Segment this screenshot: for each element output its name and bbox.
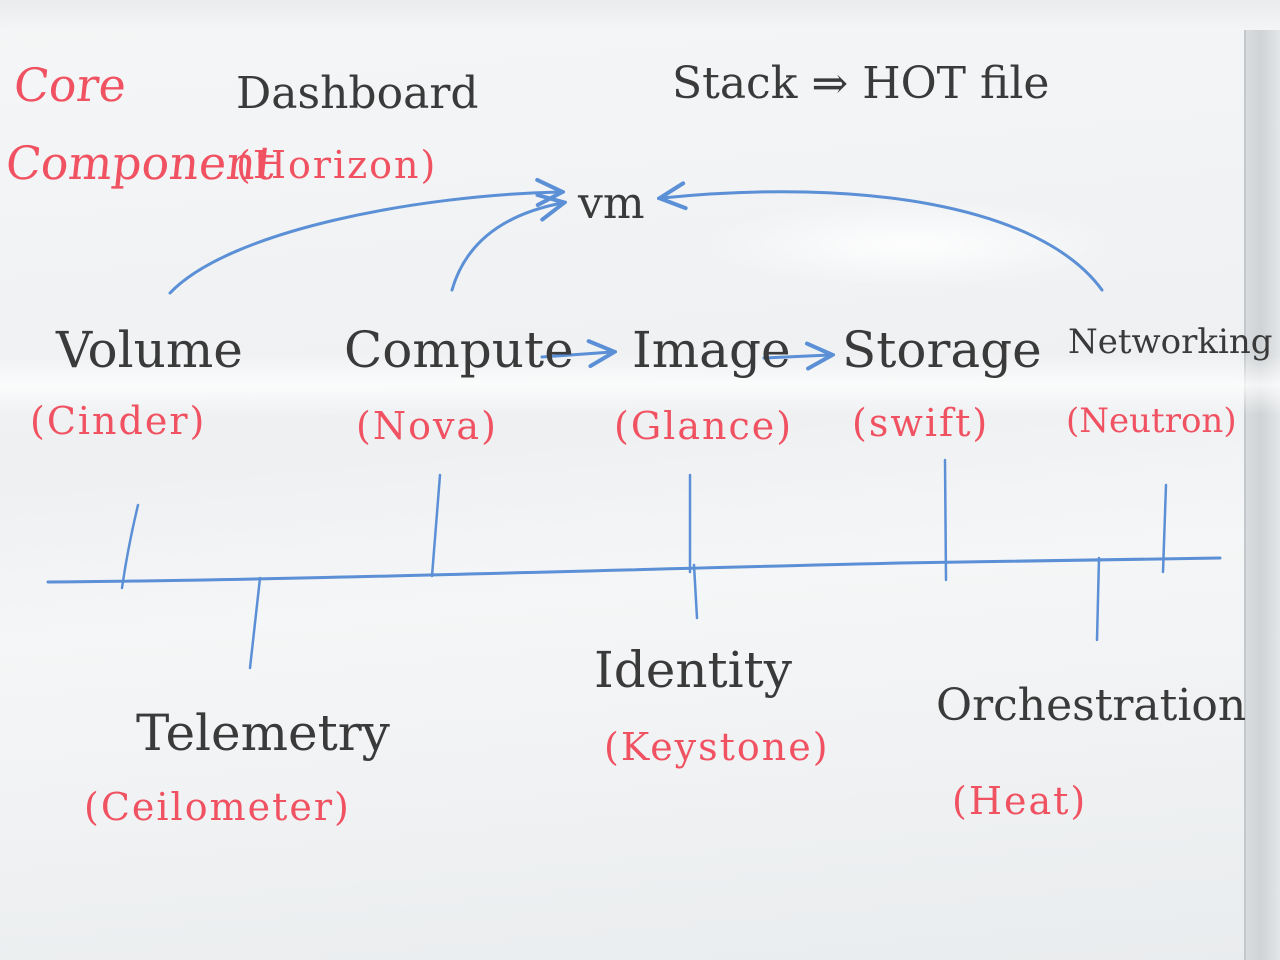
whiteboard-top-frame bbox=[0, 0, 1280, 30]
glance-label: (Glance) bbox=[614, 404, 794, 448]
volume-to-vm-arrow bbox=[168, 192, 560, 295]
keystone-label: (Keystone) bbox=[604, 725, 830, 769]
tick-compute bbox=[430, 473, 442, 578]
heat-label: (Heat) bbox=[952, 779, 1088, 823]
tick-networking bbox=[1161, 483, 1168, 574]
timeline-line bbox=[46, 556, 1222, 584]
compute-to-vm-arrow bbox=[450, 203, 562, 292]
compute-to-image-arrow bbox=[540, 352, 612, 357]
networking-to-vm-arrow bbox=[662, 192, 1104, 292]
tick-identity bbox=[692, 563, 699, 620]
tick-telemetry bbox=[248, 576, 262, 670]
horizon-label: (Horizon) bbox=[236, 143, 438, 187]
image-to-storage-arrow bbox=[762, 355, 830, 358]
whiteboard-right-frame bbox=[1244, 30, 1280, 960]
ceilometer-label: (Ceilometer) bbox=[84, 785, 351, 829]
core-label: Core bbox=[11, 58, 129, 112]
tick-volume bbox=[120, 503, 140, 590]
identity-label: Identity bbox=[594, 641, 792, 699]
storage-label: Storage bbox=[842, 321, 1042, 379]
cinder-label: (Cinder) bbox=[30, 399, 207, 443]
networking-label: Networking bbox=[1068, 322, 1273, 362]
telemetry-label: Telemetry bbox=[136, 704, 390, 762]
vm-label: vm bbox=[578, 178, 645, 229]
tick-orchestration bbox=[1095, 556, 1101, 642]
orchestration-label: Orchestration bbox=[936, 680, 1247, 731]
nova-label: (Nova) bbox=[356, 404, 498, 448]
swift-label: (swift) bbox=[852, 401, 990, 445]
tick-storage bbox=[943, 458, 948, 582]
neutron-label: (Neutron) bbox=[1066, 401, 1237, 441]
compute-label: Compute bbox=[344, 321, 574, 379]
image-label: Image bbox=[632, 321, 791, 379]
volume-label: Volume bbox=[56, 321, 243, 379]
stack-hot-file-note: Stack ⇒ HOT file bbox=[672, 58, 1050, 109]
dashboard-label: Dashboard bbox=[236, 68, 479, 119]
